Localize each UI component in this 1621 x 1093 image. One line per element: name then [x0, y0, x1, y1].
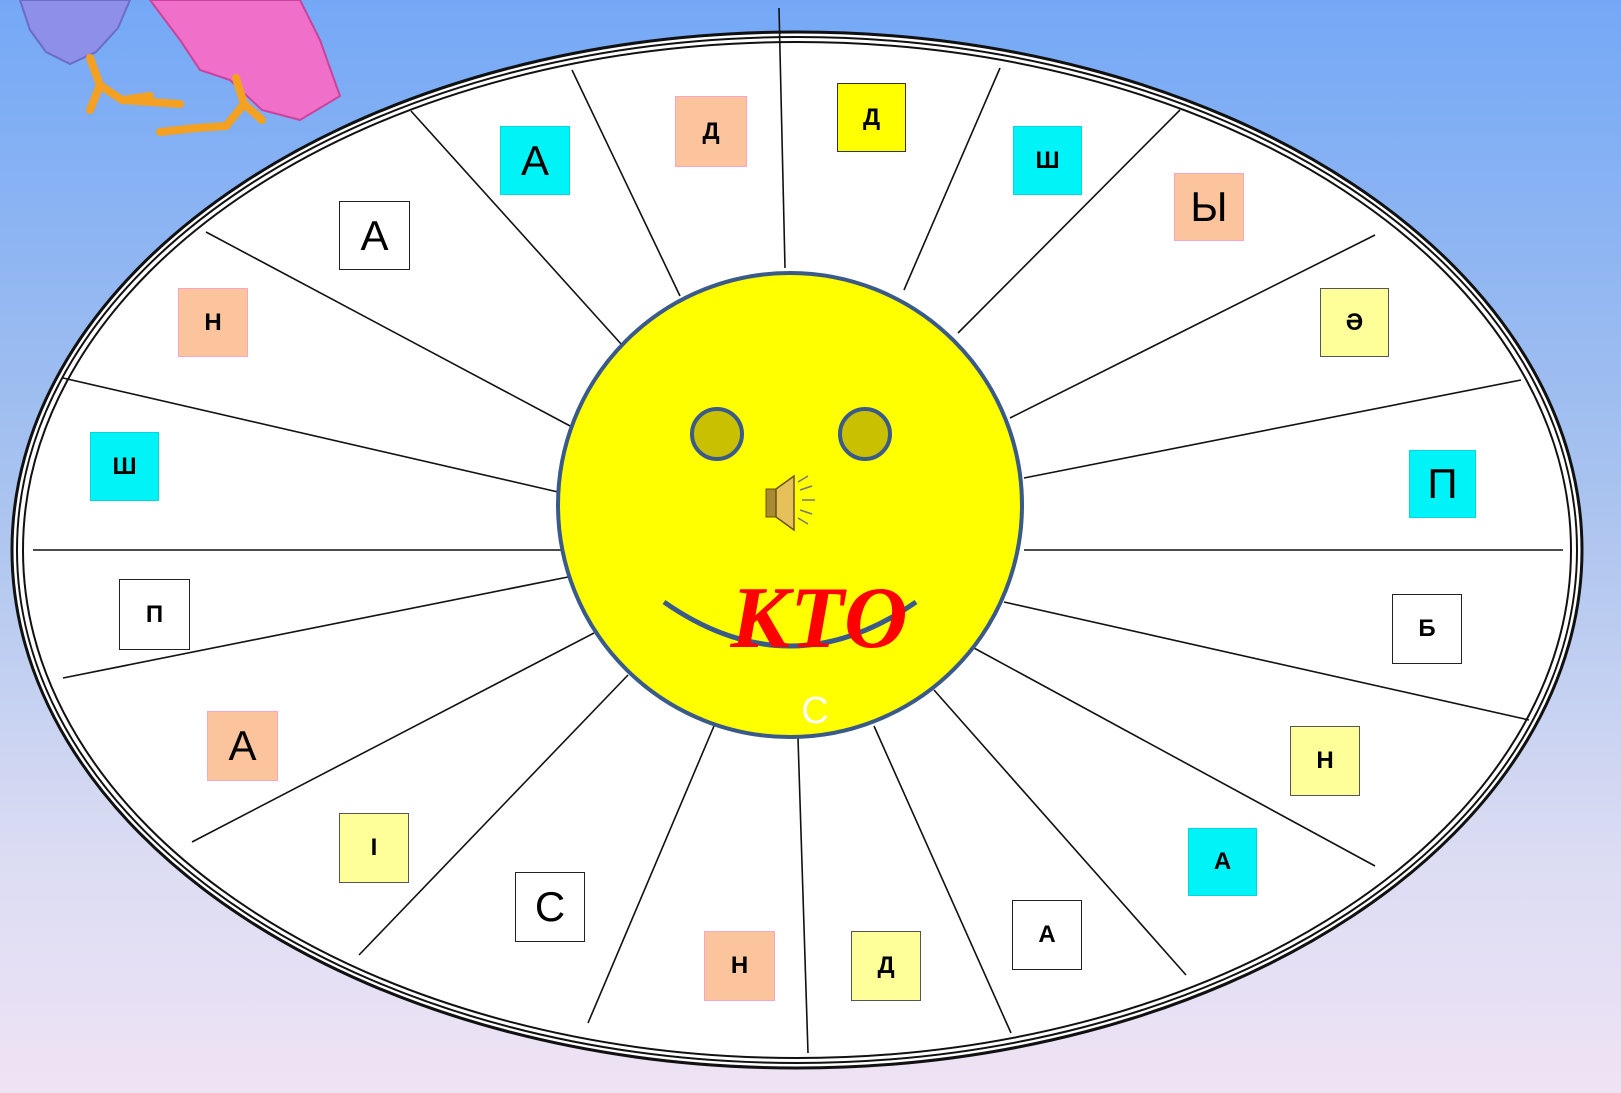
letter-tile[interactable]: Н [704, 931, 775, 1001]
letter-tile[interactable]: І [339, 813, 409, 883]
letter-tile[interactable]: П [1409, 450, 1476, 518]
letter-tile[interactable]: Д [675, 96, 747, 167]
letter-tile[interactable]: Д [837, 83, 906, 152]
letter-tile[interactable]: А [1188, 828, 1257, 896]
center-word: КТО [714, 571, 924, 667]
letter-tile[interactable]: Д [851, 931, 921, 1001]
letter-tile[interactable]: П [119, 579, 190, 650]
letter-tile[interactable]: А [207, 711, 278, 781]
letter-tile[interactable]: Ә [1320, 288, 1389, 357]
letter-tile[interactable]: А [500, 126, 570, 195]
letter-tile[interactable]: Н [178, 288, 248, 357]
center-letter: С [785, 688, 845, 734]
right-eye [840, 409, 890, 459]
letter-tile[interactable]: Н [1290, 726, 1360, 796]
letter-tile[interactable]: А [1012, 900, 1082, 970]
letter-tile[interactable]: Б [1392, 594, 1462, 664]
letter-tile[interactable]: С [515, 872, 585, 942]
left-eye [692, 409, 742, 459]
bird-illustration [20, 0, 340, 132]
letter-tile[interactable]: Ы [1174, 173, 1244, 241]
letter-tile[interactable]: А [339, 201, 410, 270]
letter-tile[interactable]: Ш [1013, 126, 1082, 195]
letter-tile[interactable]: Ш [90, 432, 159, 501]
